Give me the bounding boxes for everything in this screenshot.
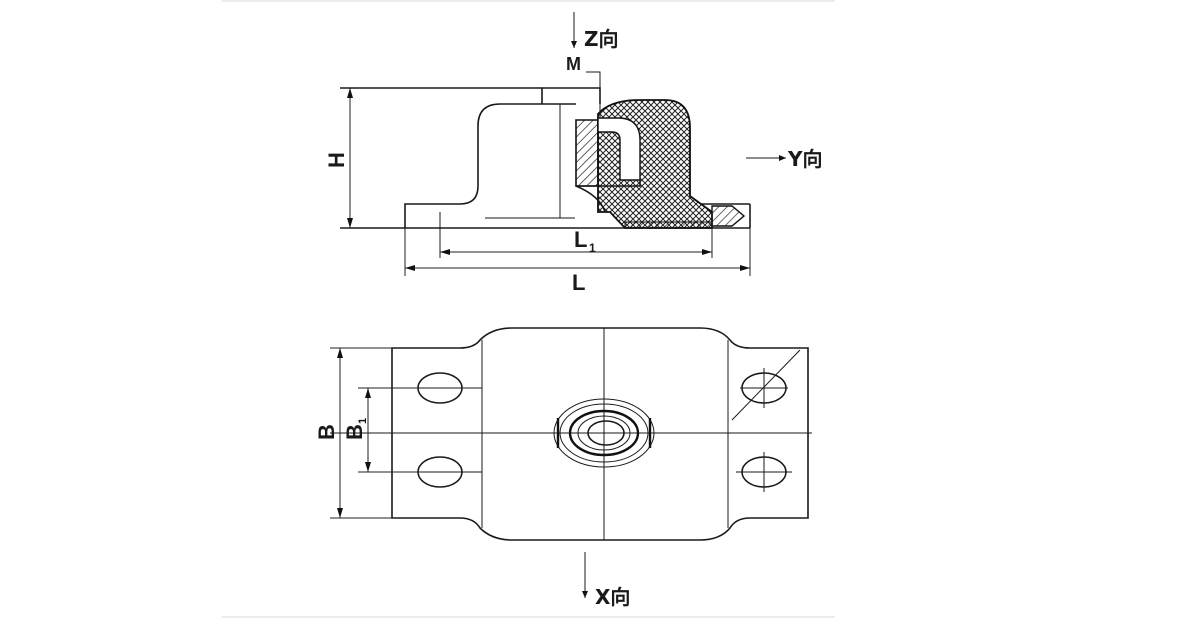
l-label: L [572,270,585,295]
x-direction-label: X向 [595,585,630,609]
plan-view: B B 1 X向 [314,327,812,609]
l1-subscript: 1 [589,241,596,255]
h-label: H [324,152,349,168]
plan-base-outline [391,327,809,541]
m-label: M [566,54,581,74]
central-boss-ring-4 [577,415,631,451]
base-plate-outline [404,103,576,228]
m-leader [586,71,601,118]
core-fillet [575,185,606,213]
inner-core-section [597,117,641,181]
central-bore [587,420,625,446]
side-view: Z向 M Y向 H L 1 L [324,12,822,295]
top-cap [541,87,601,104]
central-boss-ring-2 [559,403,649,463]
bolt-hole-top-right-marks [731,349,801,421]
y-direction-label: Y向 [787,147,822,171]
base-hatch-strip [624,221,713,229]
central-boss-flats [556,418,652,448]
core-bottom [576,180,641,187]
z-direction-label: Z向 [584,27,619,51]
bolt-hole-bottom-right-marks [736,452,792,492]
b1-dimension-arrows [365,388,371,472]
right-nut [711,205,746,227]
central-boss-outer [553,398,655,468]
l1-label: L [574,227,587,252]
b-label: B [314,424,339,440]
b1-subscript: 1 [357,418,369,424]
central-boss-ring-3 [568,409,640,457]
metal-insert-section [575,119,599,187]
b1-label: B [342,424,367,440]
